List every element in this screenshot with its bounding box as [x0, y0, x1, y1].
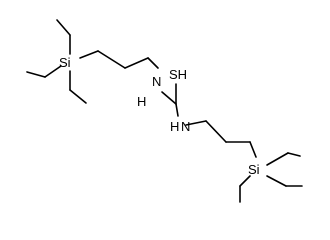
structure-diagram: Si N H SH H N Si [26, 19, 303, 203]
bond-chain-top-4 [147, 57, 159, 69]
bond-si-bottom-ethyl-left-1 [239, 175, 251, 187]
si-top-label: Si [59, 55, 71, 70]
nh-top-label: N [152, 74, 161, 89]
bond-c-nh-bottom [175, 103, 179, 117]
nh-bottom-label: N [181, 119, 190, 134]
bond-chain-top-2 [97, 50, 126, 69]
bond-si-bottom-ethyl-down-1 [266, 175, 287, 187]
bond-si-top-chain-1 [79, 50, 99, 59]
bond-si-bottom-ethyl-right-2 [287, 152, 301, 157]
atom-labels: Si N H SH H N Si [59, 55, 260, 177]
bond-chain-bottom-2 [205, 120, 227, 143]
bond-si-top-ethyl-down-2 [69, 89, 87, 104]
bond-chain-top-3 [124, 57, 149, 69]
bond-chain-bottom-1 [185, 120, 207, 126]
sh-label: SH [169, 67, 187, 82]
bonds [26, 19, 303, 203]
bond-si-top-ethyl-left-1 [44, 65, 62, 78]
h-top-label: H [137, 94, 146, 109]
h-bottom-label: H [170, 119, 179, 134]
bond-chain-bottom-4 [249, 141, 257, 158]
bond-si-top-ethyl-up-2 [56, 19, 71, 36]
bond-si-top-ethyl-left-2 [26, 71, 46, 78]
bond-nh-top-c [161, 91, 177, 105]
si-bottom-label: Si [248, 162, 260, 177]
bond-si-bottom-ethyl-right-1 [266, 152, 289, 166]
